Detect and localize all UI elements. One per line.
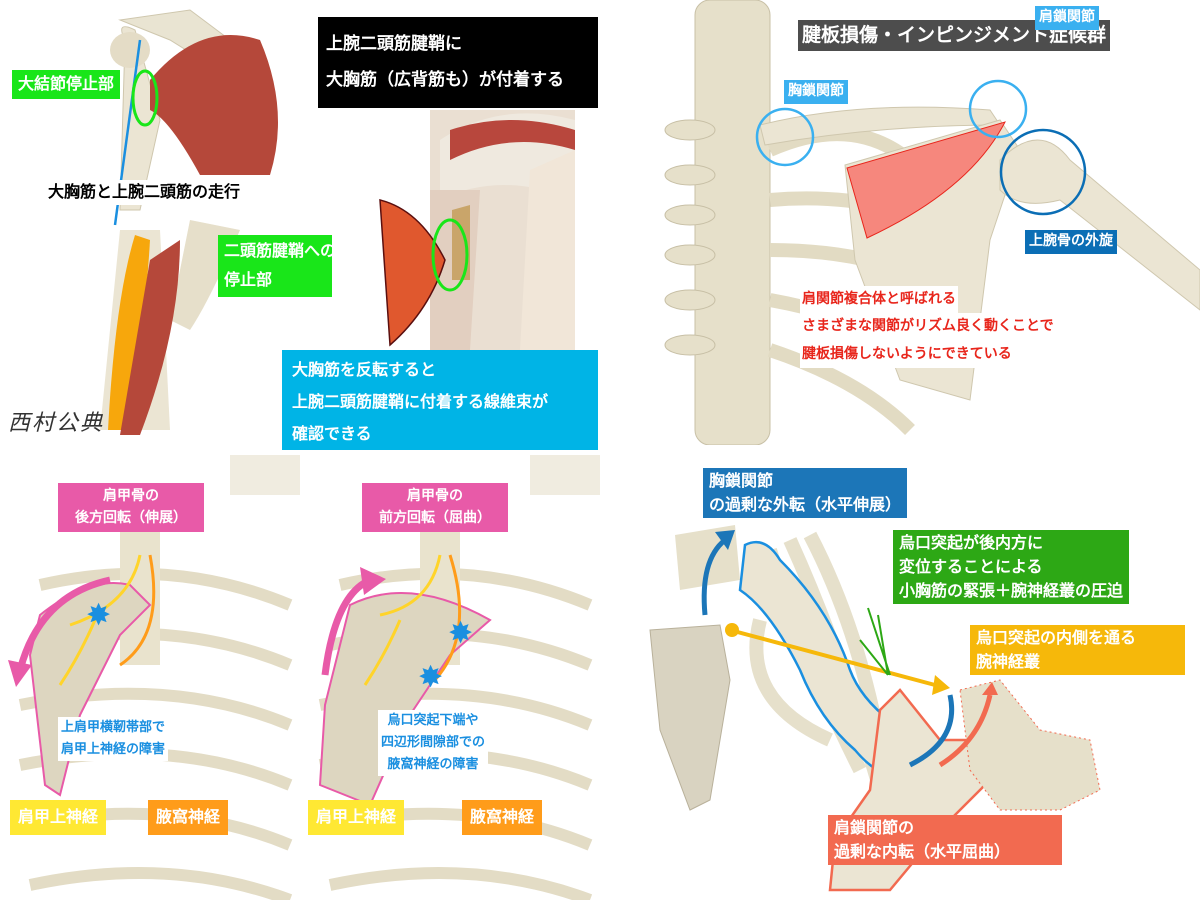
note-line: 大胸筋を反転すると — [292, 360, 437, 379]
title-line: 肩甲骨の — [103, 488, 159, 504]
brachial-plexus-label: 烏口突起の内側を通る 腕神経叢 — [970, 625, 1185, 675]
tendon-sheath-label: 二頭筋腱鞘への 停止部 — [218, 235, 337, 297]
arrowhead — [982, 682, 998, 695]
axillary-nerve-label: 腋窩神経 — [148, 800, 229, 835]
panel-superior-view: 胸鎖関節 の過剰な外転（水平伸展） 烏口突起が後内方に 変位することによる 小胸… — [600, 450, 1200, 900]
note-line: 上腕二頭筋腱鞘に付着する線維束が — [292, 392, 549, 411]
explanation-line: 肩関節複合体と呼ばれる — [800, 286, 958, 314]
acromioclavicular-circle — [968, 79, 1028, 139]
panel-pectoralis-biceps: 大結節停止部 上腕二頭筋腱鞘に 大胸筋（広背筋も）が付着する 大胸筋と上腕二頭筋… — [0, 0, 600, 450]
label-line: 肩鎖関節の — [834, 818, 915, 837]
injury-star-icon: ✸ — [448, 616, 473, 651]
label-line: 停止部 — [224, 269, 273, 289]
panel-title: 腱板損傷・インピンジメント症候群 — [798, 20, 1111, 52]
title-box: 上腕二頭筋腱鞘に 大胸筋（広背筋も）が付着する — [318, 17, 598, 109]
explanation-text: 肩関節複合体と呼ばれる さまざまな関節がリズム良く動くことで 腱板損傷しないよう… — [800, 286, 1056, 368]
pectoralis-major-muscle — [150, 35, 278, 175]
acromioclavicular-label: 肩鎖関節 — [1035, 6, 1099, 30]
clavicle-arrow — [701, 538, 727, 616]
suprascapular-nerve-label: 肩甲上神経 — [308, 800, 405, 835]
jaw — [230, 455, 300, 495]
title-line: 後方回転（伸展） — [75, 510, 187, 527]
rotation-arrow — [16, 576, 111, 671]
humerus — [959, 679, 1101, 811]
lower-arm-illustration — [100, 220, 240, 435]
acromioclavicular-adduction-label: 肩鎖関節の 過剰な内転（水平屈曲） — [828, 815, 1062, 865]
axillary-nerve-arrow — [119, 554, 156, 667]
coracoid-displacement-label: 烏口突起が後内方に 変位することによる 小胸筋の緊張＋腕神経叢の圧迫 — [893, 530, 1130, 604]
axillary-nerve-label: 腋窩神経 — [462, 800, 543, 835]
posterior-rotation-note: 上肩甲横靭帯部で 肩甲上神経の障害 — [58, 717, 169, 762]
label-line: 二頭筋腱鞘への — [224, 241, 337, 260]
label-line: 胸鎖関節 — [709, 471, 774, 490]
flip-note-box: 大胸筋を反転すると 上腕二頭筋腱鞘に付着する線維束が 確認できる — [282, 350, 598, 450]
suprascapular-nerve-arrow — [363, 554, 442, 686]
arrowhead — [360, 567, 386, 595]
spine — [664, 0, 771, 445]
note-line: 上肩甲横靭帯部で — [61, 720, 166, 735]
vertebra — [649, 624, 731, 811]
injury-star-icon: ✸ — [86, 598, 111, 633]
note-line: 四辺形間隙部での — [381, 735, 486, 751]
sternoclavicular-abduction-label: 胸鎖関節 の過剰な外転（水平伸展） — [703, 468, 908, 518]
label-line: 烏口突起が後内方に — [899, 533, 1044, 552]
label-line: 過剰な内転（水平屈曲） — [834, 842, 1011, 861]
injury-star-icon: ✸ — [418, 660, 443, 695]
note-line: 肩甲上神経の障害 — [61, 742, 166, 758]
flipped-pectoralis-illustration — [379, 110, 575, 350]
label-line: 烏口突起の内側を通る — [976, 628, 1137, 647]
sternoclavicular-label: 胸鎖関節 — [784, 80, 848, 104]
label-line: の過剰な外転（水平伸展） — [709, 495, 902, 514]
title-line: 上腕二頭筋腱鞘に — [326, 34, 462, 54]
suprascapular-nerve-arrow — [58, 554, 142, 686]
humerus-rotation-circle — [999, 128, 1087, 216]
acromioclavicular-red-arrow — [938, 694, 993, 768]
title-line: 肩甲骨の — [407, 488, 463, 504]
explanation-line: 腱板損傷しないようにできている — [800, 340, 1014, 368]
sternoclavicular-circle — [755, 107, 815, 167]
insertion-circle — [131, 69, 159, 127]
label-line: 腕神経叢 — [976, 652, 1041, 671]
label-line: 変位することによる — [899, 557, 1043, 576]
greater-tubercle-insertion-label: 大結節停止部 — [12, 70, 121, 99]
pectoralis-minor-lines — [859, 607, 891, 676]
arrowhead — [8, 660, 32, 687]
acromioclavicular-blue-arrow — [908, 694, 955, 768]
suprascapular-nerve-label: 肩甲上神経 — [10, 800, 107, 835]
note-line: 烏口突起下端や — [387, 713, 479, 728]
panel-posterior-rotation: ✸ 肩甲骨の 後方回転（伸展） 上肩甲横靭帯部で 肩甲上神経の障害 肩甲上神経 … — [0, 455, 300, 900]
explanation-line: さまざまな関節がリズム良く動くことで — [800, 313, 1056, 341]
anterior-rotation-title: 肩甲骨の 前方回転（屈曲） — [362, 483, 508, 532]
brachial-plexus-line — [729, 628, 936, 687]
humerus-rotation-label: 上腕骨の外旋 — [1025, 230, 1117, 254]
arrowhead — [715, 530, 735, 550]
title-line: 前方回転（屈曲） — [379, 510, 491, 527]
course-caption: 大胸筋と上腕二頭筋の走行 — [48, 180, 241, 205]
pectoralis-illustration — [100, 9, 575, 435]
anterior-rotation-note: 烏口突起下端や 四辺形間隙部での 腋窩神経の障害 — [378, 710, 489, 777]
shoulder-skeleton-illustration — [664, 0, 1200, 445]
panel-rotator-cuff: 腱板損傷・インピンジメント症候群 胸鎖関節 肩鎖関節 上腕骨の外旋 肩関節複合体… — [660, 0, 1200, 445]
panel-anterior-rotation: ✸ ✸ 肩甲骨の 前方回転（屈曲） 烏口突起下端や 四辺形間隙部での 腋窩神経の… — [300, 455, 600, 900]
axillary-nerve-arrow — [433, 554, 462, 681]
humerus — [999, 139, 1200, 311]
signature-watermark: 西村公典 — [8, 411, 105, 436]
supraspinatus-area — [846, 121, 1006, 239]
plexus-origin-dot — [725, 623, 739, 637]
posterior-rotation-title: 肩甲骨の 後方回転（伸展） — [58, 483, 204, 532]
label-line: 小胸筋の緊張＋腕神経叢の圧迫 — [899, 581, 1124, 600]
arrowhead — [932, 675, 950, 695]
jaw — [530, 455, 600, 495]
title-line: 大胸筋（広背筋も）が付着する — [326, 69, 564, 90]
note-line: 腋窩神経の障害 — [387, 757, 479, 773]
note-line: 確認できる — [292, 424, 372, 443]
